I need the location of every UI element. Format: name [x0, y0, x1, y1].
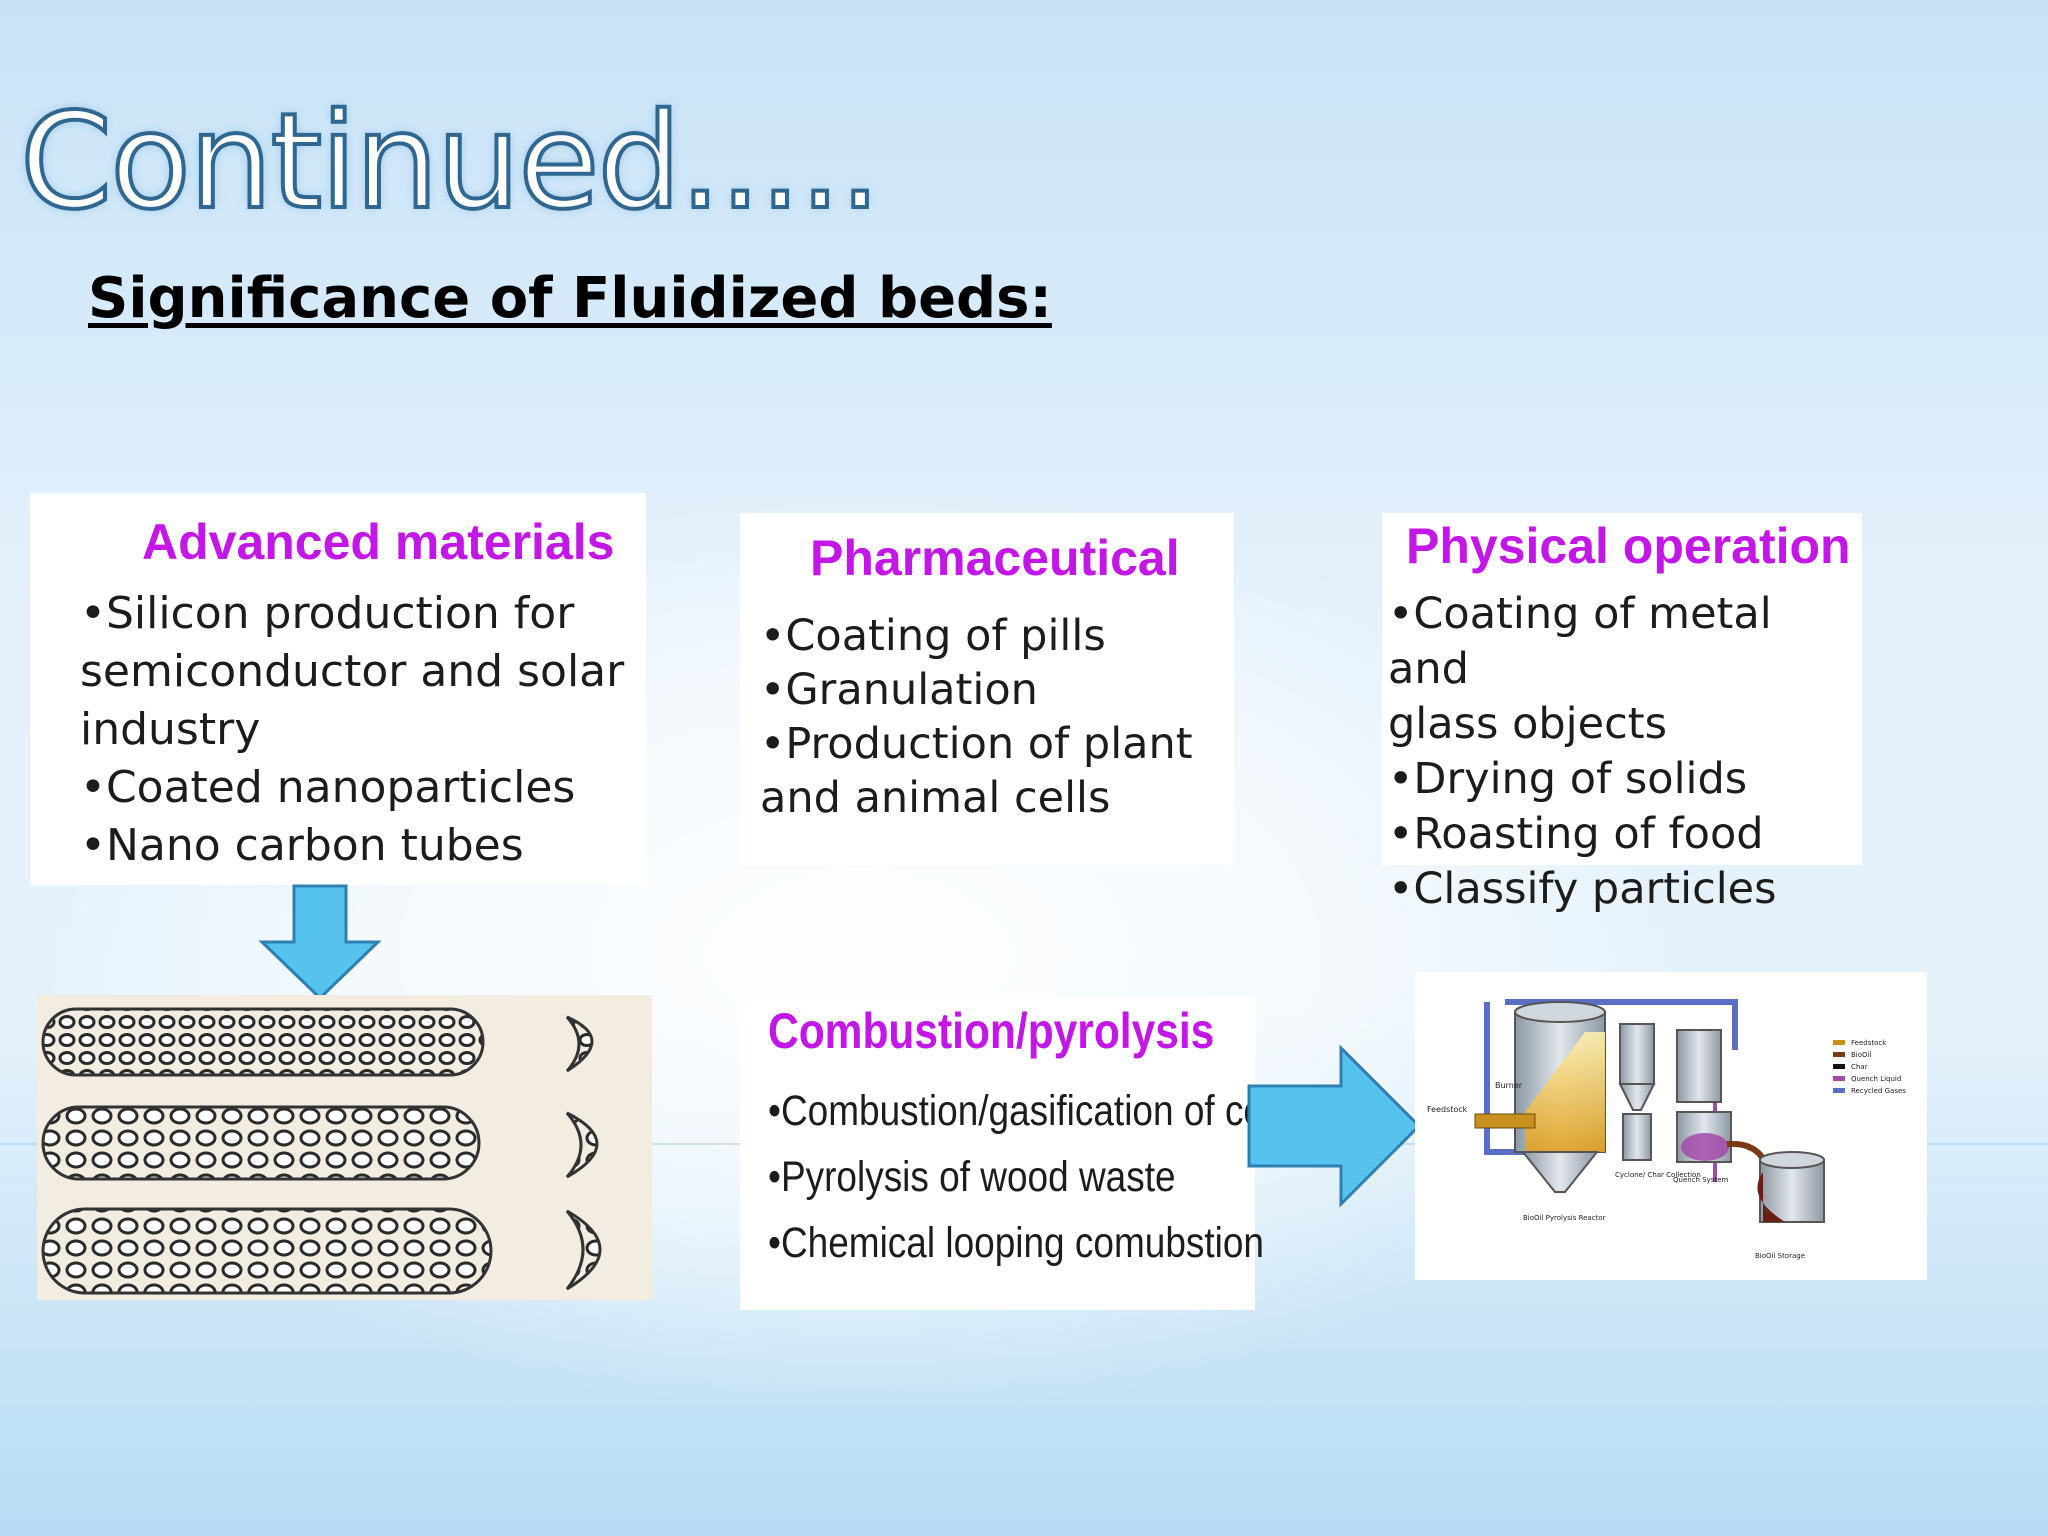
card-heading: Combustion/pyrolysis	[768, 1003, 1215, 1059]
reactor-label: BioOil Pyrolysis Reactor	[1523, 1214, 1606, 1222]
list-item: •Production of plant	[760, 719, 1193, 769]
burner-label: Burner	[1495, 1081, 1523, 1090]
legend-label: Recycled Gases	[1851, 1087, 1906, 1095]
list-item: •Coating of metal and	[1388, 589, 1772, 694]
list-item: •Nano carbon tubes	[80, 820, 524, 871]
advanced-materials-card: Advanced materials •Silicon production f…	[30, 493, 646, 885]
list-item: •Drying of solids	[1388, 754, 1748, 804]
pharmaceutical-card: Pharmaceutical •Coating of pills •Granul…	[740, 513, 1234, 865]
list-item: •Pyrolysis of wood waste	[768, 1153, 1176, 1201]
list-item: •Chemical looping comubstion	[768, 1219, 1265, 1267]
legend-swatch-quench-liquid	[1833, 1076, 1845, 1081]
cyclone-label: Cyclone/ Char Collection	[1615, 1171, 1701, 1179]
legend-label: Quench Liquid	[1851, 1075, 1901, 1083]
list-item: semiconductor and solar	[80, 646, 625, 697]
slide-subtitle: Significance of Fluidized beds:	[88, 266, 1052, 331]
feedstock-label: Feedstock	[1427, 1105, 1468, 1114]
list-item: •Roasting of food	[1388, 809, 1764, 859]
physical-operation-card: Physical operation •Coating of metal and…	[1382, 513, 1862, 914]
legend-swatch-feedstock	[1833, 1040, 1845, 1045]
legend-swatch-recycled-gases	[1833, 1088, 1845, 1093]
list-item: glass objects	[1388, 699, 1667, 749]
legend-swatch-bio-oil	[1833, 1052, 1845, 1057]
list-item: and animal cells	[760, 773, 1111, 823]
card-heading: Physical operation	[1406, 518, 1851, 574]
storage-label: BioOil Storage	[1755, 1252, 1805, 1260]
legend-label: BioOil	[1851, 1051, 1871, 1059]
down-arrow-icon	[258, 884, 382, 1001]
legend-swatch-char	[1833, 1064, 1845, 1069]
list-item: •Granulation	[760, 665, 1038, 715]
pyrolysis-reactor-diagram: Burner Feedstock Cyclone/ Char Collectio…	[1415, 972, 1927, 1280]
list-item: •Classify particles	[1388, 864, 1777, 914]
list-item: •Coating of pills	[760, 611, 1106, 661]
card-heading: Advanced materials	[142, 514, 615, 570]
diagram-legend: Feedstock BioOil Char Quench Liquid Recy…	[1833, 1039, 1906, 1095]
combustion-pyrolysis-card: Combustion/pyrolysis •Combustion/gasific…	[740, 998, 1293, 1310]
quench-label: Quench System	[1673, 1176, 1728, 1184]
legend-label: Char	[1851, 1063, 1868, 1071]
list-item: •Silicon production for	[80, 588, 575, 639]
card-list: •Coating of metal and glass objects •Dry…	[1388, 587, 1858, 917]
list-item: •Combustion/gasification of coal	[768, 1087, 1293, 1135]
list-item: industry	[80, 704, 261, 755]
right-arrow-icon	[1247, 1044, 1422, 1208]
carbon-nanotube-image	[37, 995, 652, 1300]
card-list: •Silicon production for semiconductor an…	[80, 585, 636, 875]
card-list: •Combustion/gasification of coal •Pyroly…	[768, 1078, 1293, 1276]
slide-title: Continued.....	[18, 85, 883, 239]
card-list: •Coating of pills •Granulation •Producti…	[760, 609, 1224, 825]
card-heading: Pharmaceutical	[810, 530, 1180, 586]
list-item: •Coated nanoparticles	[80, 762, 576, 813]
legend-label: Feedstock	[1851, 1039, 1887, 1047]
